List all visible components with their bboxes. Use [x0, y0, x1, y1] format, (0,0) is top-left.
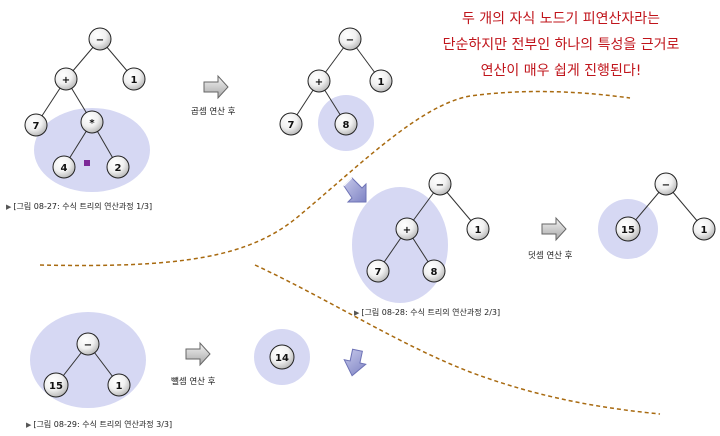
- tree2-root-node: −: [338, 27, 362, 51]
- tree5-one-node: 1: [107, 373, 131, 397]
- caption-bullet-icon: ▶: [26, 421, 32, 429]
- tree4-fifteen-node-circle: [615, 216, 641, 242]
- tree2-eight-node: 8: [334, 112, 358, 136]
- tree6-fourteen-node-circle: [269, 344, 295, 370]
- tree3-seven-node-circle: [366, 259, 390, 283]
- tree3-plus-node-label: +: [403, 225, 411, 236]
- tree3-seven-node: 7: [366, 259, 390, 283]
- tree1-root-node-label: −: [96, 35, 104, 46]
- tree1-plus-node-label: +: [62, 75, 70, 86]
- tree2-one-node-circle: [369, 69, 393, 93]
- cursor-marker: [84, 160, 90, 166]
- tree1-root-node-circle: [88, 27, 112, 51]
- tree3-root-node: −: [428, 172, 452, 196]
- tree4-fifteen-node: 15: [615, 216, 641, 242]
- tree5-one-node-label: 1: [116, 381, 123, 392]
- tree1-multiply-node-label: *: [89, 118, 95, 129]
- tree1-two-node-label: 2: [115, 163, 122, 174]
- tree5-root-node-circle: [76, 332, 100, 356]
- figure-caption-3: ▶[그림 08-29: 수식 트리의 연산과정 3/3]: [26, 420, 173, 429]
- transition-curve-upper: [39, 90, 631, 267]
- step-label-add: 덧셈 연산 후: [528, 251, 573, 261]
- figure-caption-2: ▶[그림 08-28: 수식 트리의 연산과정 2/3]: [354, 308, 501, 317]
- note-line-2: 단순하지만 전부인 하나의 특성을 근거로: [442, 37, 680, 53]
- tree1-seven-node-label: 7: [33, 121, 40, 132]
- caption-bullet-icon: ▶: [6, 203, 12, 211]
- tree3-one-node: 1: [466, 217, 490, 241]
- explanation-note: 두 개의 자식 노드기 피연산자라는 단순하지만 전부인 하나의 특성을 근거로…: [408, 6, 714, 84]
- tree3-one-node-label: 1: [475, 225, 482, 236]
- tree5-fifteen-node-circle: [43, 372, 69, 398]
- tree2-seven-node-circle: [279, 112, 303, 136]
- transition-curve-lower: [254, 264, 661, 415]
- tree4-fifteen-node-label: 15: [621, 225, 635, 236]
- tree3-eight-node-label: 8: [431, 267, 438, 278]
- tree4-root-node-circle: [654, 172, 678, 196]
- tree2-root-node-label: −: [346, 35, 354, 46]
- tree1-four-node-label: 4: [61, 163, 68, 174]
- tree1-seven-node-circle: [24, 113, 48, 137]
- tree1-two-node: 2: [106, 155, 130, 179]
- step-label-multiply: 곱셈 연산 후: [191, 107, 236, 117]
- tree2-one-node-label: 1: [378, 77, 385, 88]
- tree4-one-node: 1: [692, 217, 716, 241]
- tree3-eight-node-circle: [422, 259, 446, 283]
- figure-caption-1: ▶[그림 08-27: 수식 트리의 연산과정 1/3]: [6, 202, 153, 211]
- tree4-one-node-label: 1: [701, 225, 708, 236]
- tree1-one-node: 1: [122, 67, 146, 91]
- tree4-root-node: −: [654, 172, 678, 196]
- tree3-root-node-circle: [428, 172, 452, 196]
- tree1-root-node: −: [88, 27, 112, 51]
- tree1-one-node-circle: [122, 67, 146, 91]
- tree1-plus-node-circle: [54, 67, 78, 91]
- note-line-3: 연산이 매우 쉽게 진행된다!: [480, 63, 642, 79]
- tree2-plus-node: +: [307, 69, 331, 93]
- tree3-root-node-label: −: [436, 180, 444, 191]
- tree1-multiply-node-circle: [80, 110, 104, 134]
- tree2-plus-node-label: +: [315, 77, 323, 88]
- tree3-one-node-circle: [466, 217, 490, 241]
- tree1-four-node-circle: [52, 155, 76, 179]
- note-line-1: 두 개의 자식 노드기 피연산자라는: [461, 11, 661, 27]
- tree1-plus-node: +: [54, 67, 78, 91]
- tree2-root-node-circle: [338, 27, 362, 51]
- flow-arrow-down-1: [343, 177, 367, 203]
- tree3-plus-node: +: [395, 217, 419, 241]
- tree4-root-node-label: −: [662, 180, 670, 191]
- tree1-one-node-label: 1: [131, 75, 138, 86]
- tree1-four-node: 4: [52, 155, 76, 179]
- tree2-eight-node-label: 8: [343, 120, 350, 131]
- highlight-add-subtree: [352, 187, 448, 303]
- tree5-fifteen-node: 15: [43, 372, 69, 398]
- tree5-root-node-label: −: [84, 340, 92, 351]
- tree-nodes: − +1 7 * 4 2 − +1 7 8 − +1 7 8 − 15 1 − 15 1 14: [24, 27, 716, 398]
- tree5-root-node: −: [76, 332, 100, 356]
- tree5-one-node-circle: [107, 373, 131, 397]
- tree6-fourteen-node: 14: [269, 344, 295, 370]
- tree2-seven-node: 7: [279, 112, 303, 136]
- caption-bullet-icon: ▶: [354, 309, 360, 317]
- next-step-arrow-2: [541, 216, 567, 242]
- next-step-arrow-1: [203, 74, 229, 100]
- next-step-arrow-3: [185, 341, 211, 367]
- step-label-subtract: 뺄셈 연산 후: [171, 377, 216, 387]
- tree2-one-node: 1: [369, 69, 393, 93]
- flow-arrow-down-2: [343, 348, 367, 377]
- tree6-fourteen-node-label: 14: [275, 353, 289, 364]
- tree3-seven-node-label: 7: [375, 267, 382, 278]
- tree2-seven-node-label: 7: [288, 120, 295, 131]
- tree5-fifteen-node-label: 15: [49, 381, 63, 392]
- tree3-eight-node: 8: [422, 259, 446, 283]
- tree1-two-node-circle: [106, 155, 130, 179]
- tree1-multiply-node: *: [80, 110, 104, 134]
- tree2-plus-node-circle: [307, 69, 331, 93]
- tree1-seven-node: 7: [24, 113, 48, 137]
- tree4-one-node-circle: [692, 217, 716, 241]
- tree3-plus-node-circle: [395, 217, 419, 241]
- tree2-eight-node-circle: [334, 112, 358, 136]
